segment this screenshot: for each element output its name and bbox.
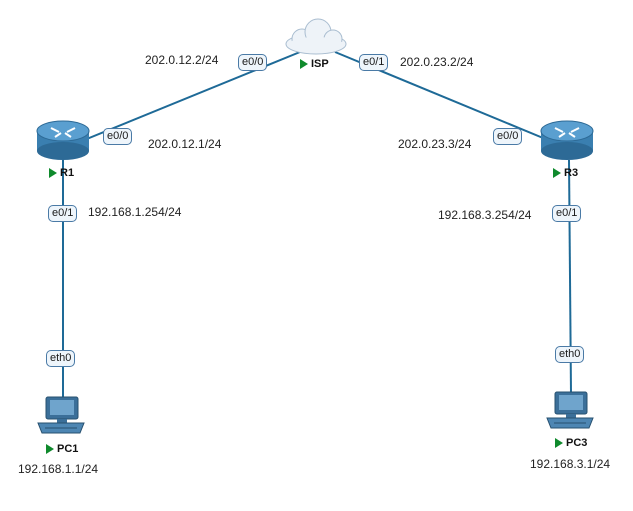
router-icon[interactable] — [540, 120, 594, 160]
iface-pc1-eth0[interactable]: eth0 — [46, 350, 76, 367]
ip-pc3: 192.168.3.1/24 — [530, 457, 611, 471]
play-icon — [553, 168, 561, 178]
node-label-r1[interactable]: R1 — [49, 167, 74, 179]
router-icon[interactable] — [36, 120, 90, 160]
iface-r1-e0-0[interactable]: e0/0 — [103, 128, 133, 145]
ip-isp-e0-0: 202.0.12.2/24 — [145, 53, 219, 67]
iface-r3-e0-1[interactable]: e0/1 — [552, 205, 582, 222]
play-icon — [49, 168, 57, 178]
node-name: R3 — [564, 167, 579, 179]
pc-icon[interactable] — [546, 391, 594, 429]
ip-r3-e0-1: 192.168.3.254/24 — [438, 208, 532, 222]
pc-icon[interactable] — [37, 396, 85, 434]
play-icon — [555, 438, 563, 448]
iface-isp-e0-1[interactable]: e0/1 — [359, 54, 389, 71]
iface-r1-e0-1[interactable]: e0/1 — [48, 205, 78, 222]
play-icon — [300, 59, 308, 69]
iface-isp-e0-0[interactable]: e0/0 — [238, 54, 268, 71]
node-label-isp[interactable]: ISP — [300, 58, 329, 70]
ip-r1-e0-1: 192.168.1.254/24 — [88, 205, 182, 219]
iface-r3-e0-0[interactable]: e0/0 — [493, 128, 523, 145]
node-label-r3[interactable]: R3 — [553, 167, 578, 179]
node-label-pc1[interactable]: PC1 — [46, 443, 78, 455]
ip-r3-e0-0: 202.0.23.3/24 — [398, 137, 472, 151]
play-icon — [46, 444, 54, 454]
iface-pc3-eth0[interactable]: eth0 — [555, 346, 585, 363]
node-name: PC3 — [566, 437, 588, 449]
ip-r1-e0-0: 202.0.12.1/24 — [148, 137, 222, 151]
node-name: PC1 — [57, 443, 79, 455]
cloud-icon[interactable] — [285, 18, 347, 55]
node-name: ISP — [311, 58, 329, 70]
ip-pc1: 192.168.1.1/24 — [18, 462, 99, 476]
node-name: R1 — [60, 167, 75, 179]
node-label-pc3[interactable]: PC3 — [555, 437, 587, 449]
ip-isp-e0-1: 202.0.23.2/24 — [400, 55, 474, 69]
